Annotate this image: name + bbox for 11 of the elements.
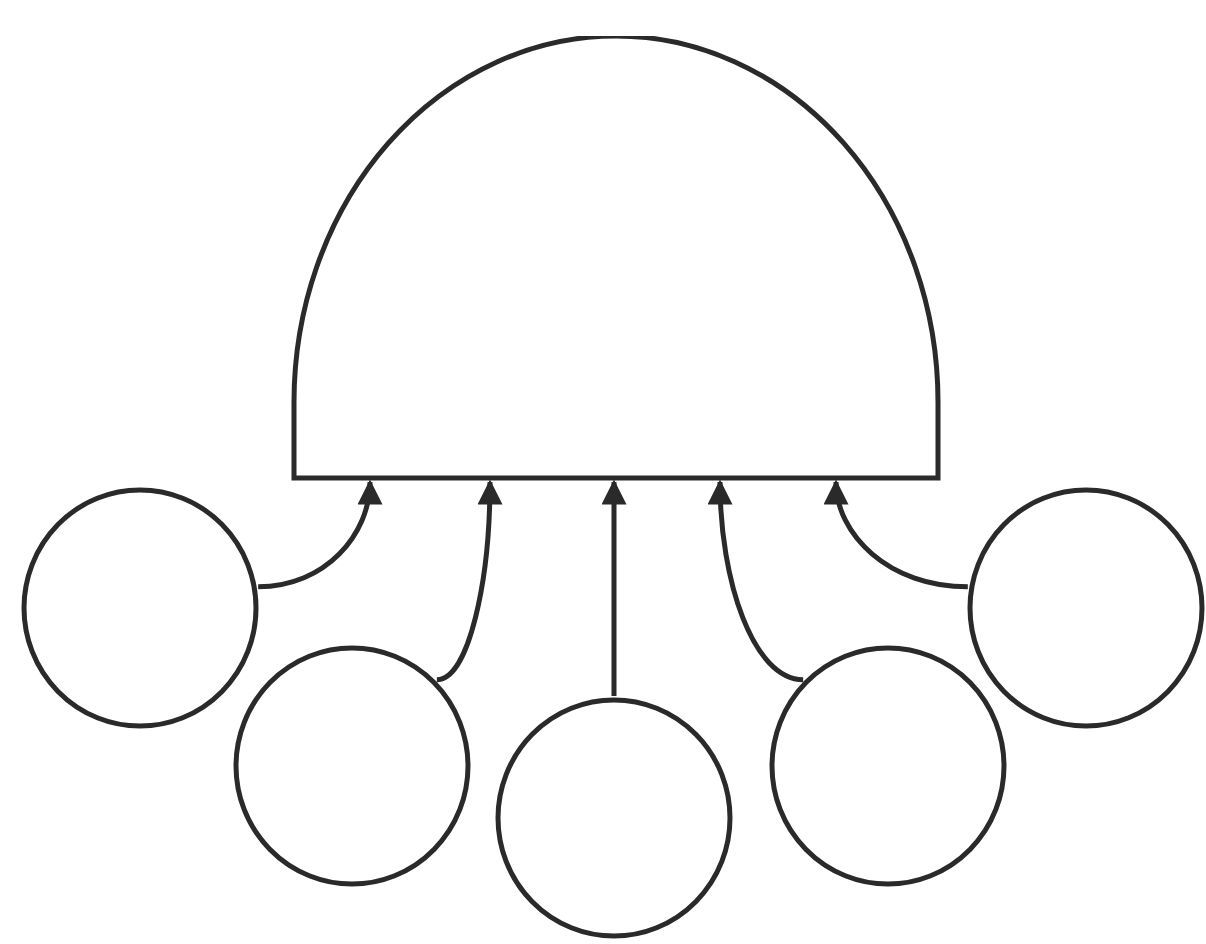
arrow — [601, 479, 627, 696]
arrow — [258, 479, 381, 590]
circle-shape — [232, 644, 472, 888]
arrow — [825, 479, 968, 590]
circle-shape — [966, 486, 1206, 730]
arrow — [436, 479, 503, 683]
circle-shape — [768, 644, 1008, 888]
circle-shape — [20, 486, 260, 730]
circle-shape — [494, 696, 734, 940]
dome-shape — [290, 36, 942, 482]
arrow — [708, 479, 804, 683]
